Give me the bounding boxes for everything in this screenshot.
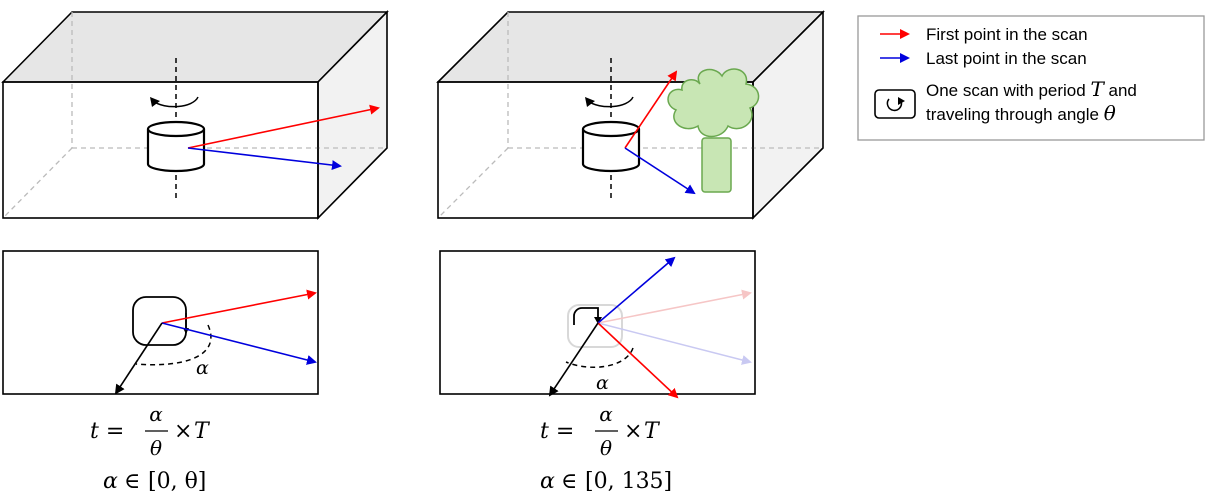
first-point-arrow (161, 289, 317, 324)
legend-scan-line1-prefix: One scan with period (926, 81, 1086, 100)
formula-rhs: T (644, 419, 661, 444)
angle-arc (565, 347, 634, 368)
scene-box-left (1, 10, 389, 220)
last-point-arrow (161, 322, 317, 365)
lidar-sensor-icon (581, 120, 641, 173)
faded-first-point-arrow (597, 289, 752, 324)
partial-scan-icon (573, 307, 599, 325)
range-interval: [0, 135] (585, 469, 672, 494)
legend-box (857, 15, 1205, 141)
last-point-arrow (187, 147, 342, 171)
formula-denominator: θ (150, 436, 162, 460)
legend-scan-period-symbol: T (1090, 77, 1105, 101)
range-var: α (103, 469, 118, 494)
scene-box-right (436, 10, 825, 220)
top-view-left: α (2, 250, 319, 395)
legend-scan-line1: One scan with period T and (926, 77, 1137, 101)
box-front-face (2, 81, 319, 219)
range-var: α (540, 469, 555, 494)
hidden-edge (437, 147, 509, 219)
formula-lhs: t = (540, 419, 574, 444)
rotation-arrowhead-icon (150, 97, 160, 107)
legend-last-point-label: Last point in the scan (926, 49, 1087, 68)
formula-left: t = α θ × T α ∈ [0, θ] (90, 402, 211, 494)
box-front-face (437, 81, 754, 219)
legend-scan-angle-symbol: θ (1104, 101, 1116, 125)
formula-times: × (174, 419, 192, 444)
hidden-edge (2, 147, 73, 219)
legend-scan-line2-prefix: traveling through angle (926, 105, 1099, 124)
first-point-arrow (187, 104, 380, 149)
top-view-right: α (439, 250, 756, 399)
formula-numerator: α (149, 402, 163, 426)
partial-scan-arrowhead (594, 317, 602, 324)
range-in: ∈ (561, 469, 577, 494)
top-view-frame (2, 250, 319, 395)
last-point-arrow (597, 256, 676, 324)
formula-numerator: α (599, 402, 613, 426)
last-point-arrow (624, 147, 696, 195)
legend-scan-line1-suffix: and (1109, 81, 1137, 100)
formula-right: t = α θ × T α ∈ [0, 135] (540, 402, 672, 494)
rotation-arrowhead-icon (585, 97, 595, 107)
formula-rhs: T (194, 419, 211, 444)
lidar-sensor-icon (146, 120, 206, 173)
range-interval: [0, θ] (148, 469, 206, 494)
legend-scan-line2: traveling through angle θ (926, 101, 1116, 125)
first-point-arrow (624, 70, 678, 149)
angle-label: α (196, 357, 209, 379)
angle-label: α (596, 372, 609, 394)
legend-first-point-label: First point in the scan (926, 25, 1088, 44)
formula-times: × (624, 419, 642, 444)
first-point-arrow (597, 322, 679, 399)
formula-denominator: θ (600, 436, 612, 460)
formula-lhs: t = (90, 419, 124, 444)
scan-end-arrow (114, 322, 163, 395)
rotating-scan-icon (874, 89, 916, 119)
tree-icon (667, 68, 760, 193)
legend: First point in the scan Last point in th… (857, 15, 1205, 141)
range-in: ∈ (124, 469, 140, 494)
angle-arc (135, 324, 212, 366)
scan-end-arrow (548, 322, 599, 397)
faded-last-point-arrow (597, 322, 752, 365)
